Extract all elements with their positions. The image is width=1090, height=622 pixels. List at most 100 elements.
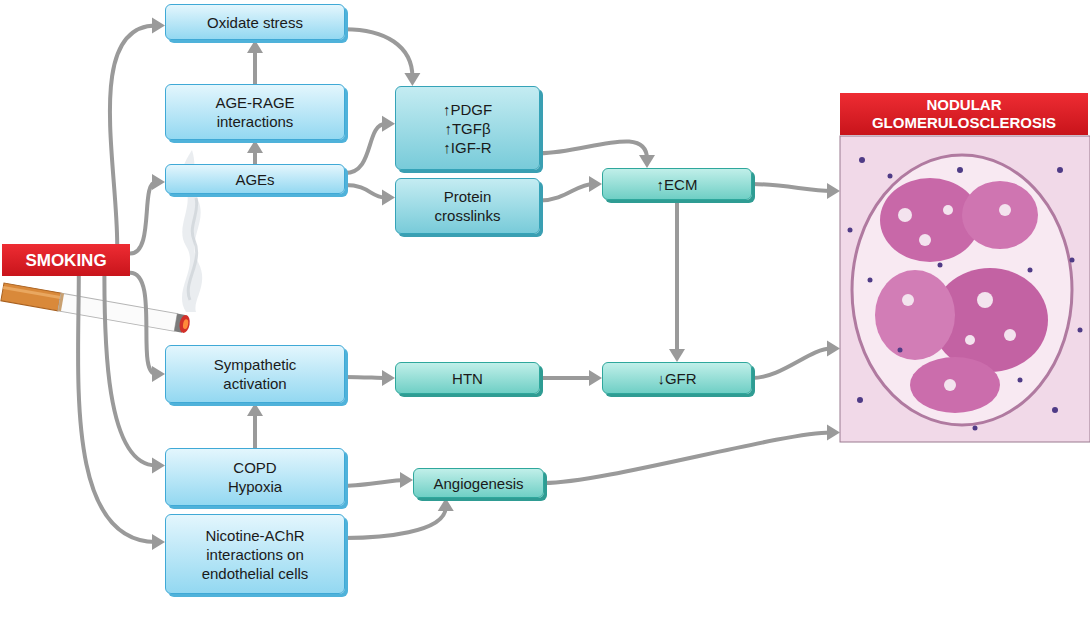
capillary-lumens xyxy=(898,204,1016,391)
arrowhead xyxy=(152,457,165,473)
arrow-connector xyxy=(669,200,685,362)
arrowhead xyxy=(827,425,840,441)
connector-line xyxy=(540,376,593,380)
arrowhead xyxy=(382,116,395,132)
connector-line xyxy=(675,200,679,353)
arrowhead xyxy=(639,155,655,168)
connector-line xyxy=(78,276,156,542)
cigarette-filter xyxy=(1,283,61,311)
cause-banner: SMOKING xyxy=(2,244,130,276)
arrow-connector xyxy=(544,425,840,484)
effect-box: ↓GFR xyxy=(602,362,752,394)
node-text: Angiogenesis xyxy=(421,474,536,493)
arrow-connector xyxy=(78,276,165,550)
arrowhead xyxy=(247,140,263,153)
node-text: AGE-RAGE interactions xyxy=(195,93,315,131)
arrow-connector xyxy=(752,341,840,379)
title-banner: NODULAR GLOMERULOSCLEROSIS xyxy=(840,93,1088,135)
connector-line xyxy=(540,141,647,159)
connector-line xyxy=(345,377,386,378)
arrowhead xyxy=(438,498,454,511)
smoke xyxy=(188,198,197,300)
micrograph-ground xyxy=(840,136,1090,442)
node-text: SMOKING xyxy=(25,251,106,270)
arrowhead xyxy=(152,18,165,34)
bowman-capsule xyxy=(852,155,1072,425)
connector-line xyxy=(752,349,831,379)
connector-line xyxy=(345,480,404,486)
cigarette xyxy=(1,283,191,334)
arrowhead xyxy=(589,370,602,386)
connector-line xyxy=(104,276,156,465)
arrow-connector xyxy=(104,276,165,473)
cigarette-ember-core xyxy=(182,319,189,330)
cell-nuclei xyxy=(848,157,1083,431)
arrowhead xyxy=(382,370,395,386)
node-text: ↑ECM xyxy=(612,175,742,194)
cigarette-ember xyxy=(178,314,191,333)
arrow-connector xyxy=(345,370,395,386)
connector-line xyxy=(540,184,593,200)
node-text: COPD Hypoxia xyxy=(210,458,300,496)
connector-line xyxy=(130,273,156,374)
connector-line xyxy=(544,433,831,484)
mediator-box: Protein crosslinks xyxy=(395,178,540,234)
arrowhead xyxy=(152,534,165,550)
glomerular-nodule xyxy=(962,181,1038,249)
arrowhead xyxy=(247,40,263,53)
mechanism-box: Nicotine-AChR interactions on endothelia… xyxy=(165,514,345,594)
arrow-connector xyxy=(345,185,395,206)
node-text: Nicotine-AChR interactions on endothelia… xyxy=(175,526,335,583)
arrow-connector xyxy=(247,140,263,164)
mechanism-box: AGEs xyxy=(165,164,345,194)
arrow-connector xyxy=(752,183,840,199)
arrowhead xyxy=(669,349,685,362)
node-text: NODULAR GLOMERULOSCLEROSIS xyxy=(844,96,1084,132)
connector-line xyxy=(345,124,386,173)
arrowhead xyxy=(404,73,420,86)
connector-line xyxy=(345,507,446,538)
arrowhead xyxy=(400,472,413,488)
mediator-box: ↑PDGF ↑TGFβ ↑IGF-R xyxy=(395,86,540,170)
outcome-panel: NODULAR GLOMERULOSCLEROSIS xyxy=(840,93,1088,443)
arrow-connector xyxy=(540,370,602,386)
node-text: Oxidate stress xyxy=(175,13,335,32)
node-text: AGEs xyxy=(175,170,335,189)
arrow-connector xyxy=(540,141,655,168)
node-text: ↓GFR xyxy=(612,369,742,388)
connector-line xyxy=(345,29,412,77)
arrowhead xyxy=(382,190,395,206)
glomerular-nodule xyxy=(910,357,1000,413)
arrow-connector xyxy=(345,472,413,488)
mechanism-box: COPD Hypoxia xyxy=(165,448,345,506)
connector-line xyxy=(110,26,156,244)
arrow-connector xyxy=(345,498,454,538)
arrow-connector xyxy=(130,273,165,382)
cigarette-band xyxy=(58,293,64,311)
arrow-connector xyxy=(110,18,165,244)
node-text: Protein crosslinks xyxy=(420,187,515,225)
connector-line xyxy=(253,49,257,84)
arrow-connector xyxy=(247,403,263,448)
glomerular-nodule xyxy=(875,270,955,360)
mechanism-box: Sympathetic activation xyxy=(165,345,345,403)
cigarette-paper xyxy=(58,293,177,331)
arrowhead xyxy=(827,341,840,357)
connector-line xyxy=(130,182,156,254)
connector-line xyxy=(253,412,257,448)
cigarette-filter-shine xyxy=(3,286,61,299)
node-text: Sympathetic activation xyxy=(195,355,315,393)
node-text: HTN xyxy=(408,369,528,388)
connector-line xyxy=(752,184,831,191)
mechanism-box: AGE-RAGE interactions xyxy=(165,84,345,140)
micrograph xyxy=(840,136,1090,442)
arrow-connector xyxy=(540,176,602,200)
arrowhead xyxy=(589,176,602,192)
arrow-connector xyxy=(130,174,165,254)
connector-line xyxy=(345,185,386,198)
arrowhead xyxy=(152,366,165,382)
arrow-connector xyxy=(345,29,420,86)
arrowhead xyxy=(827,183,840,199)
arrow-connector xyxy=(247,40,263,84)
effect-box: HTN xyxy=(395,362,540,394)
